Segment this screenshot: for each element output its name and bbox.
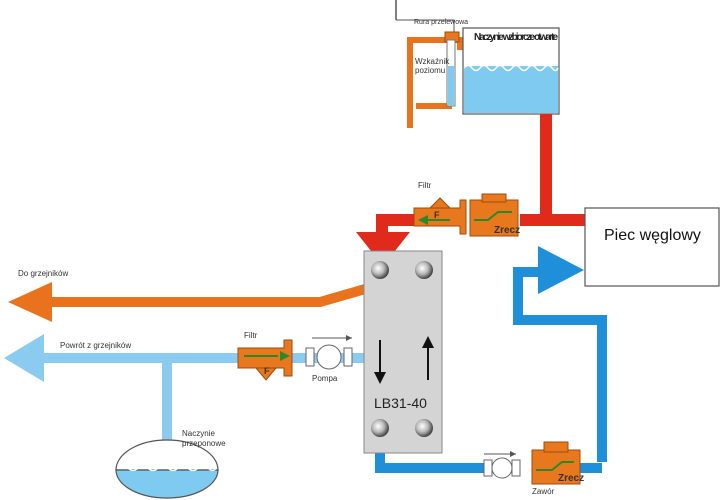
hot-pipe <box>356 114 586 266</box>
overflow-pipe <box>395 0 463 128</box>
diaphragm-label-2: przeponowe <box>182 439 226 448</box>
valve-bottom-label: Zrecz <box>558 473 584 484</box>
level-indicator-label-2: poziomu <box>415 66 445 75</box>
pump-bottom <box>483 451 521 479</box>
expansion-tank <box>462 27 560 115</box>
heat-exchanger <box>363 250 443 454</box>
exchanger-label: LB31-40 <box>374 395 427 411</box>
overflow-pipe-label: Rura przelewowa <box>414 19 468 26</box>
return-label: Powrót z grzejników <box>60 341 131 350</box>
tank-label-line: Naczynie wzbiorcze otwarte <box>474 32 558 43</box>
valve-top <box>469 193 519 237</box>
boiler-label: Piec węglowy <box>604 227 701 244</box>
filter-bottom <box>237 339 293 381</box>
filter-top-letter: F <box>434 210 440 220</box>
pump-label: Pompa <box>312 374 338 383</box>
supply-label: Do grzejników <box>18 269 68 278</box>
supply-pipe <box>8 267 426 322</box>
filter-top <box>413 197 467 235</box>
boiler <box>584 207 720 287</box>
filter-bottom-label: Filtr <box>244 331 258 340</box>
valve-bottom-caption: Zawór <box>532 487 555 496</box>
diaphragm-vessel <box>115 439 219 499</box>
diaphragm-label-1: Naczynie <box>182 429 215 438</box>
level-indicator <box>446 39 456 107</box>
level-indicator-label-1: Wzkaźnik <box>415 57 450 66</box>
pump <box>305 335 353 370</box>
valve-bottom <box>531 441 581 485</box>
filter-top-label: Filtr <box>418 181 432 190</box>
filter-bottom-letter: F <box>264 366 270 376</box>
valve-top-label: Zrecz <box>494 225 520 236</box>
